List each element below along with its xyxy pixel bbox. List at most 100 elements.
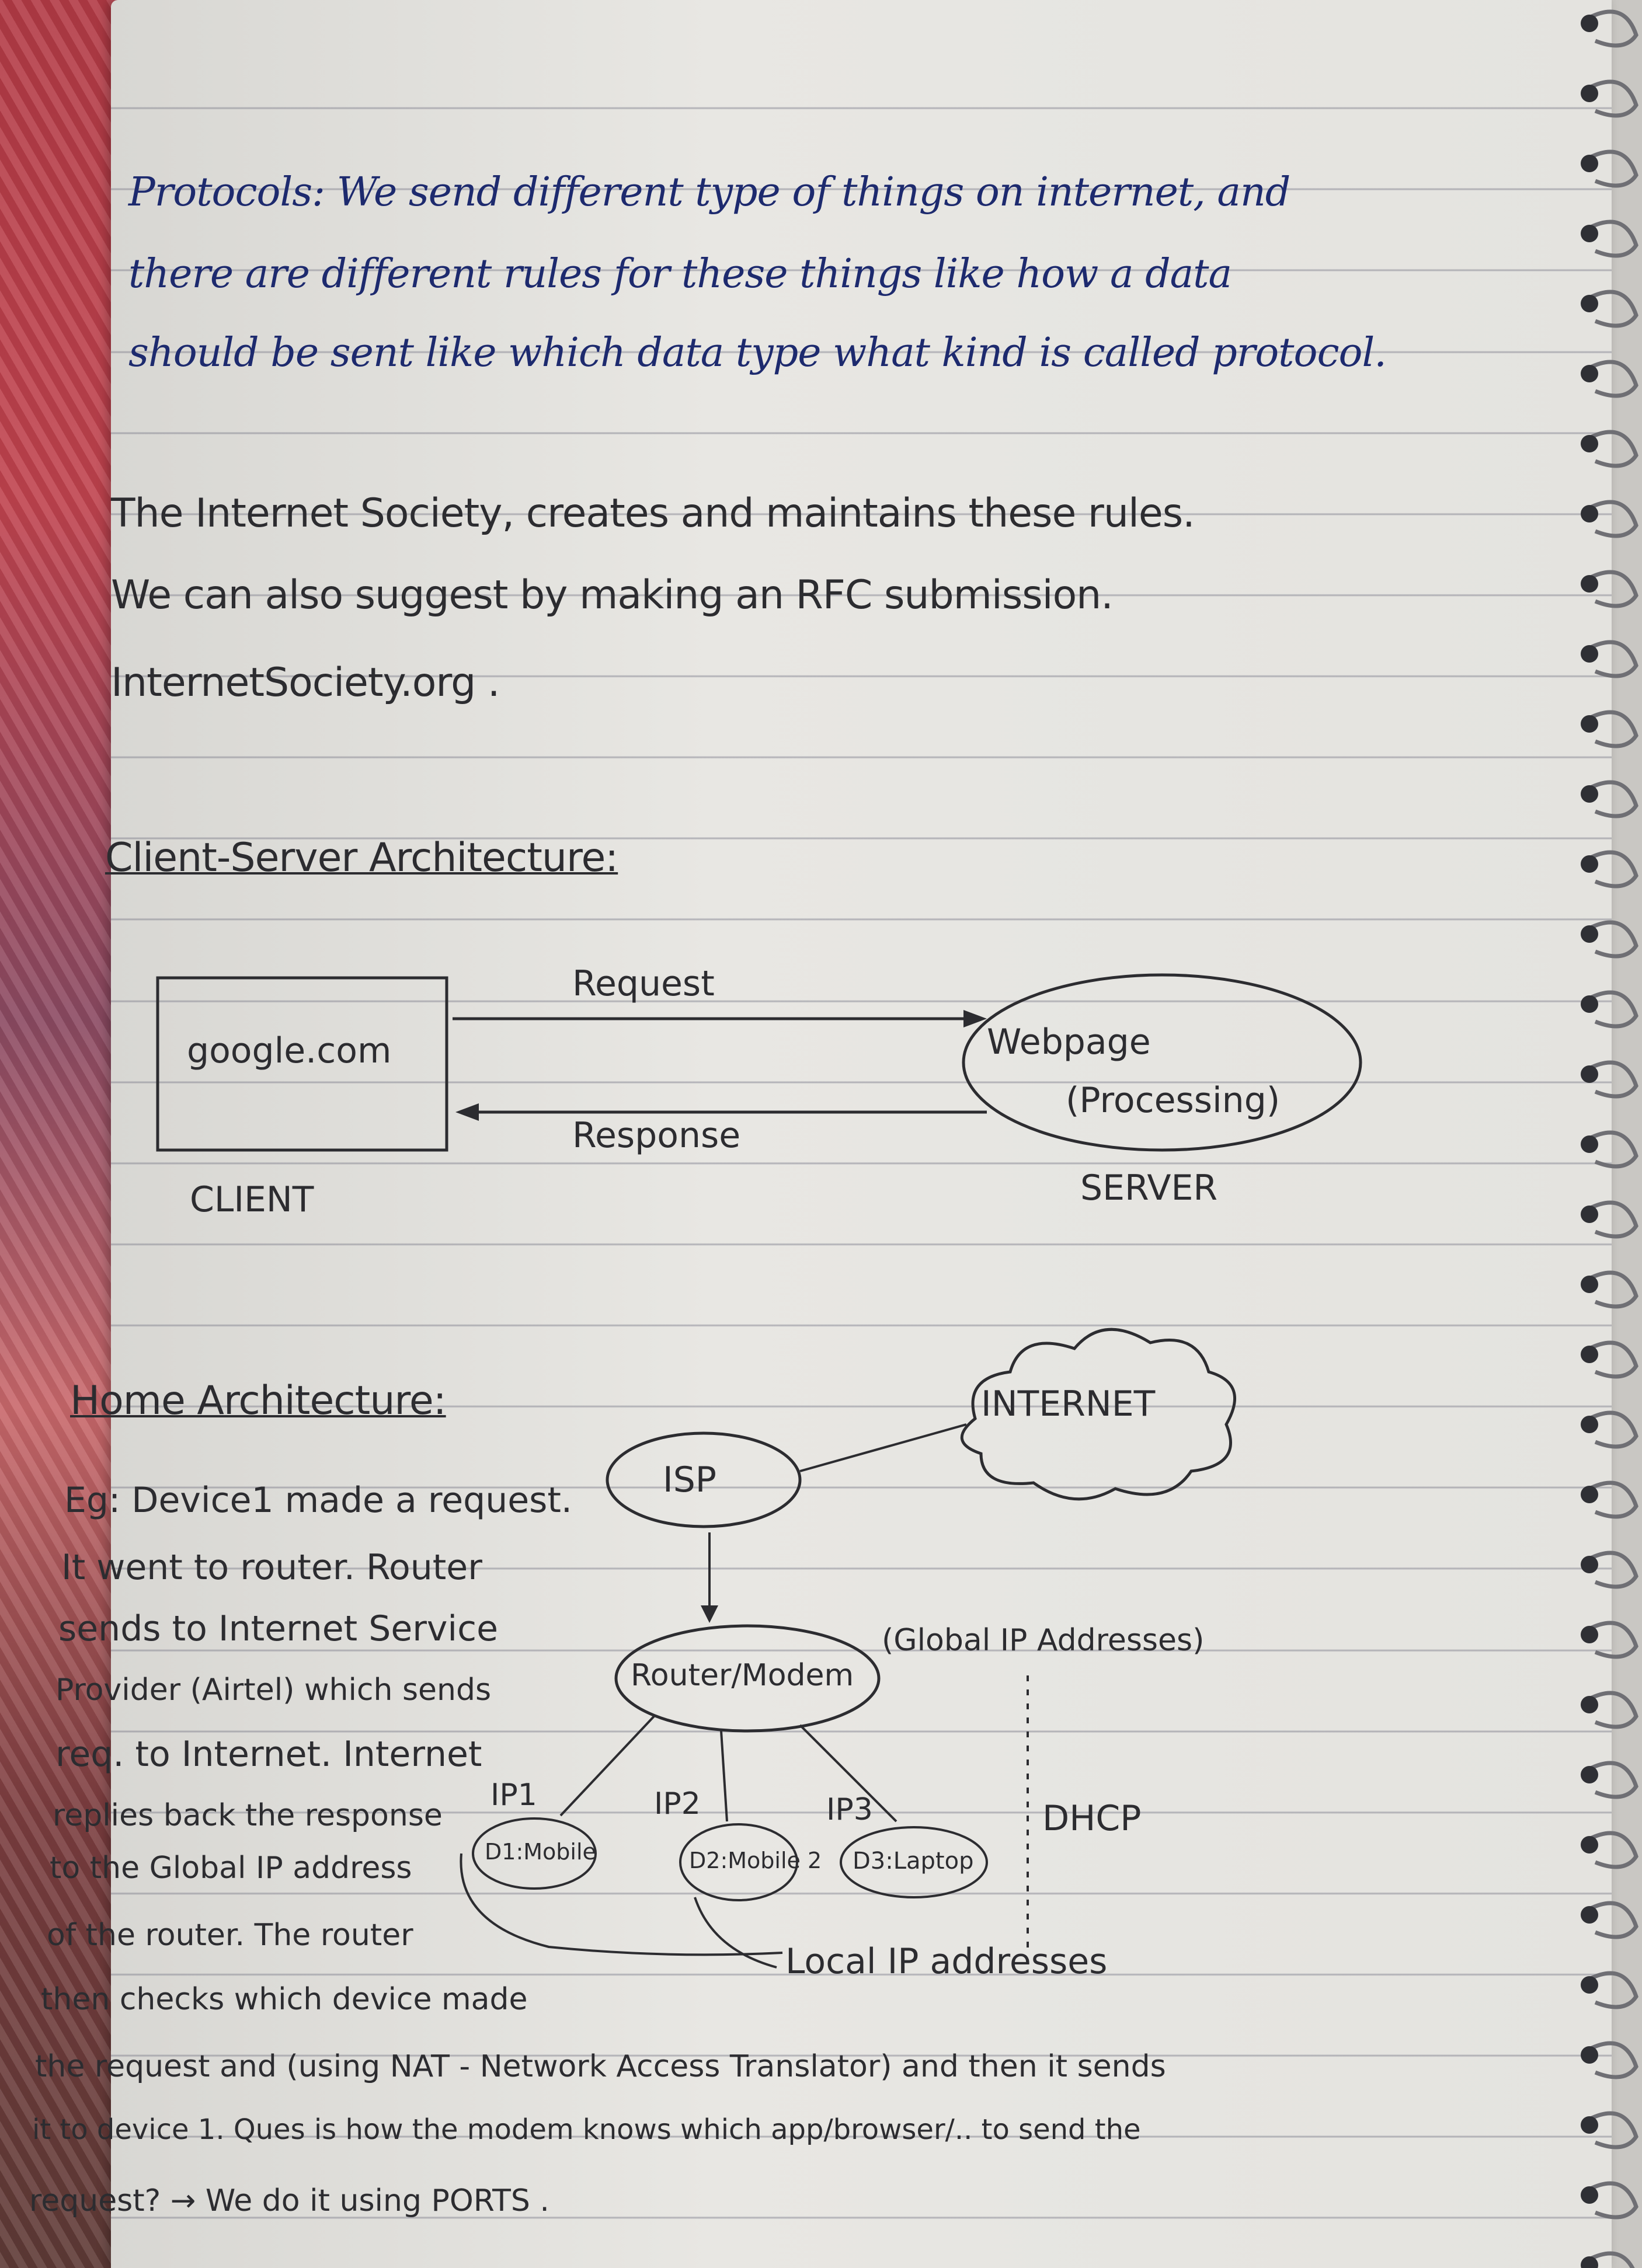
home-note-8: of the router. The router (47, 1918, 413, 1953)
home-note-1: Eg: Device1 made a request. (64, 1480, 572, 1521)
spiral-ring (1588, 1831, 1638, 1869)
home-note-6: replies back the response (53, 1798, 443, 1833)
client-label: CLIENT (190, 1179, 314, 1220)
spiral-hole (1581, 995, 1598, 1013)
spiral-hole (1581, 1416, 1598, 1433)
spiral-hole (1581, 295, 1598, 312)
notebook-page: Protocols: We send different type of thi… (29, 0, 1612, 2268)
router-d1-link (559, 1715, 655, 1817)
server-label: SERVER (1080, 1168, 1218, 1208)
spiral-ring (1588, 149, 1638, 188)
spiral-hole (1581, 715, 1598, 733)
spiral-ring (1588, 850, 1638, 889)
spiral-ring (1588, 2251, 1635, 2268)
spiral-ring (1588, 1270, 1638, 1309)
device-2-ellipse (679, 1823, 798, 1901)
spiral-hole (1581, 85, 1598, 102)
spiral-hole (1581, 1556, 1598, 1573)
diagram-drawings (156, 973, 1362, 1969)
home-note-4: Provider (Airtel) which sends (55, 1673, 492, 1708)
spiral-hole (1581, 855, 1598, 873)
spiral-hole (1581, 225, 1598, 242)
spiral-ring (1588, 2181, 1638, 2220)
society-line-2: We can also suggest by making an RFC sub… (111, 572, 1114, 618)
local-ip-bracket-2 (694, 1897, 777, 1969)
spiral-hole (1581, 1626, 1598, 1643)
spiral-ring (1588, 9, 1638, 48)
internet-label: INTERNET (981, 1384, 1156, 1424)
spiral-ring (1588, 430, 1638, 468)
spiral-ring (1588, 1971, 1638, 2009)
spiral-ring (1588, 290, 1638, 328)
spiral-ring (1588, 1901, 1638, 1939)
router-label: Router/Modem (631, 1658, 854, 1693)
spiral-ring (1588, 1691, 1638, 1729)
society-line-1: The Internet Society, creates and mainta… (111, 490, 1195, 536)
spiral-hole (1581, 1696, 1598, 1713)
ip1-label: IP1 (490, 1778, 537, 1813)
spiral-hole (1581, 1346, 1598, 1363)
home-note-12: request? → We do it using PORTS . (29, 2183, 549, 2218)
local-ip-bracket (460, 1853, 783, 1956)
spiral-hole (1581, 785, 1598, 803)
server-ellipse (962, 973, 1362, 1152)
device-2-label: D2:Mobile 2 (689, 1848, 822, 1873)
isp-internet-link (799, 1423, 967, 1472)
protocols-line-1: Protocols: We send different type of thi… (128, 169, 1290, 215)
spiral-hole (1581, 155, 1598, 172)
spiral-ring (1588, 1621, 1638, 1659)
spiral-ring (1588, 500, 1638, 538)
dhcp-label: DHCP (1042, 1798, 1142, 1839)
client-box (156, 976, 448, 1152)
spiral-ring (1588, 1130, 1638, 1169)
protocols-line-3: should be sent like which data type what… (128, 330, 1387, 376)
society-line-3: InternetSociety.org . (111, 660, 500, 706)
spiral-hole (1581, 1836, 1598, 1854)
spiral-ring (1588, 2041, 1638, 2079)
spiral-ring (1588, 1761, 1638, 1799)
spiral-ring (1588, 710, 1638, 748)
spiral-ring (1588, 220, 1638, 258)
spiral-hole (1581, 1065, 1598, 1083)
spiral-hole (1581, 365, 1598, 382)
spiral-ring (1588, 1060, 1638, 1099)
router-ellipse (614, 1624, 881, 1733)
isp-router-arrowhead (701, 1605, 718, 1623)
spiral-ring (1588, 1410, 1638, 1449)
response-label: Response (572, 1115, 741, 1156)
ip2-label: IP2 (654, 1786, 701, 1821)
spiral-ring (1588, 640, 1638, 678)
home-note-10: the request and (using NAT - Network Acc… (35, 2049, 1166, 2084)
isp-ellipse (606, 1431, 802, 1528)
spiral-hole (1581, 645, 1598, 663)
home-heading: Home Architecture: (70, 1378, 447, 1424)
home-note-9: then checks which device made (41, 1982, 528, 2017)
spiral-hole (1581, 1486, 1598, 1503)
isp-label: ISP (663, 1459, 716, 1500)
spiral-ring (1588, 1200, 1638, 1239)
spiral-hole (1581, 1276, 1598, 1293)
spiral-ring (1588, 1551, 1638, 1589)
spiral-hole (1581, 925, 1598, 943)
spiral-hole (1581, 2046, 1598, 2064)
local-ip-label: Local IP addresses (785, 1941, 1108, 1982)
spiral-hole (1581, 2116, 1598, 2134)
spiral-ring (1588, 570, 1638, 608)
internet-cloud (960, 1328, 1236, 1501)
spiral-hole (1581, 505, 1598, 522)
server-text-2: (Processing) (1066, 1080, 1281, 1121)
spiral-hole (1581, 1906, 1598, 1924)
spiral-hole (1581, 15, 1598, 32)
spiral-hole (1581, 2256, 1598, 2268)
client-box-text: google.com (187, 1030, 392, 1071)
spiral-ring (1588, 79, 1638, 118)
home-note-11: it to device 1. Ques is how the modem kn… (32, 2113, 1141, 2146)
spiral-hole (1581, 575, 1598, 593)
request-label: Request (572, 963, 715, 1004)
device-1-ellipse (472, 1817, 597, 1890)
spiral-hole (1581, 2186, 1598, 2204)
home-note-5: req. to Internet. Internet (55, 1734, 482, 1775)
spiral-ring (1588, 780, 1638, 818)
router-d2-link (720, 1730, 728, 1822)
device-1-label: D1:Mobile (485, 1839, 596, 1865)
